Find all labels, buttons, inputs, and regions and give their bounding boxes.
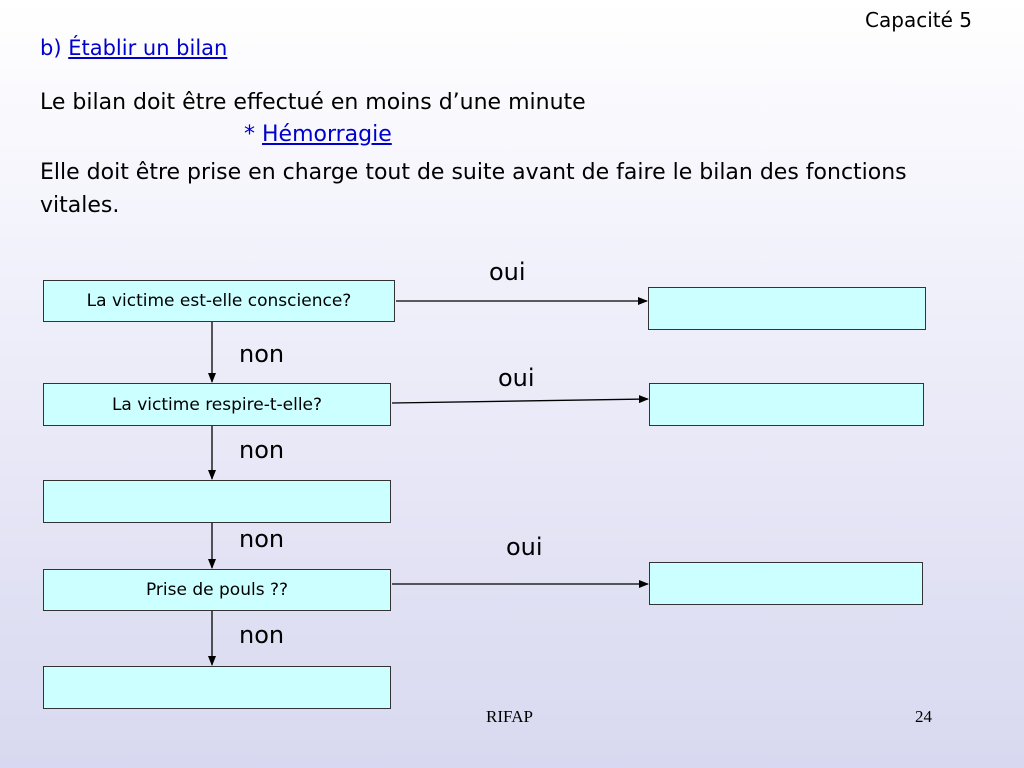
section-title-link[interactable]: Établir un bilan	[68, 36, 228, 60]
capacite-label: Capacité 5	[865, 8, 972, 32]
non-label-1: non	[239, 340, 285, 368]
footer-rifap: RIFAP	[486, 707, 533, 726]
non-label-2: non	[239, 436, 285, 464]
bullet-marker: *	[244, 122, 262, 147]
empty-box-5	[43, 666, 391, 709]
bullet-line: * Hémorragie	[244, 122, 392, 147]
result-box-3	[649, 562, 923, 605]
question-box-respire: La victime respire-t-elle?	[43, 383, 391, 426]
result-box-2	[649, 383, 924, 426]
non-label-3: non	[239, 525, 285, 553]
result-box-1	[648, 287, 926, 330]
intro-line: Le bilan doit être effectué en moins d’u…	[40, 90, 586, 115]
oui-label-1: oui	[489, 258, 526, 286]
section-prefix: b)	[40, 36, 69, 60]
hemorragie-link[interactable]: Hémorragie	[262, 122, 392, 147]
question-box-pouls: Prise de pouls ??	[43, 569, 391, 611]
question-box-conscience: La victime est-elle conscience?	[43, 280, 395, 322]
oui-label-3: oui	[506, 533, 543, 561]
non-label-4: non	[239, 621, 285, 649]
section-heading: b) Établir un bilan	[40, 36, 227, 60]
page-number: 24	[915, 707, 932, 726]
arrow-oui-2	[391, 395, 649, 404]
empty-box-3	[43, 480, 391, 523]
intro-paragraph: Elle doit être prise en charge tout de s…	[40, 160, 907, 218]
oui-label-2: oui	[498, 364, 535, 392]
